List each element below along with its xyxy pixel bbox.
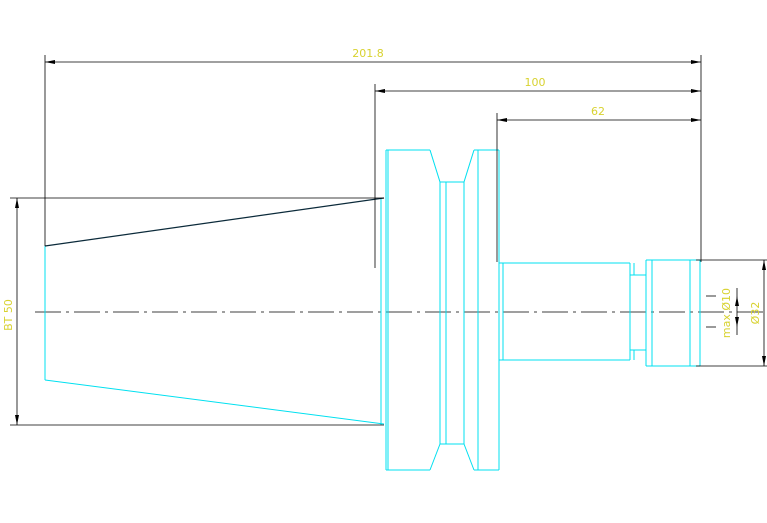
dim-overall-length: 201.8 [352,47,384,60]
dim-length-100: 100 [525,76,546,89]
dim-bore-label: max Ø10 [720,288,733,338]
dim-taper-label: BT 50 [2,299,15,331]
dim-diameter-label: Ø32 [749,302,762,325]
taper-top-edge [44,197,385,247]
part-outline [44,149,701,471]
dim-length-62: 62 [591,105,605,118]
dimension-lines [10,55,767,426]
dimension-arrows [15,60,766,425]
taper-bottom-edge [44,379,385,425]
